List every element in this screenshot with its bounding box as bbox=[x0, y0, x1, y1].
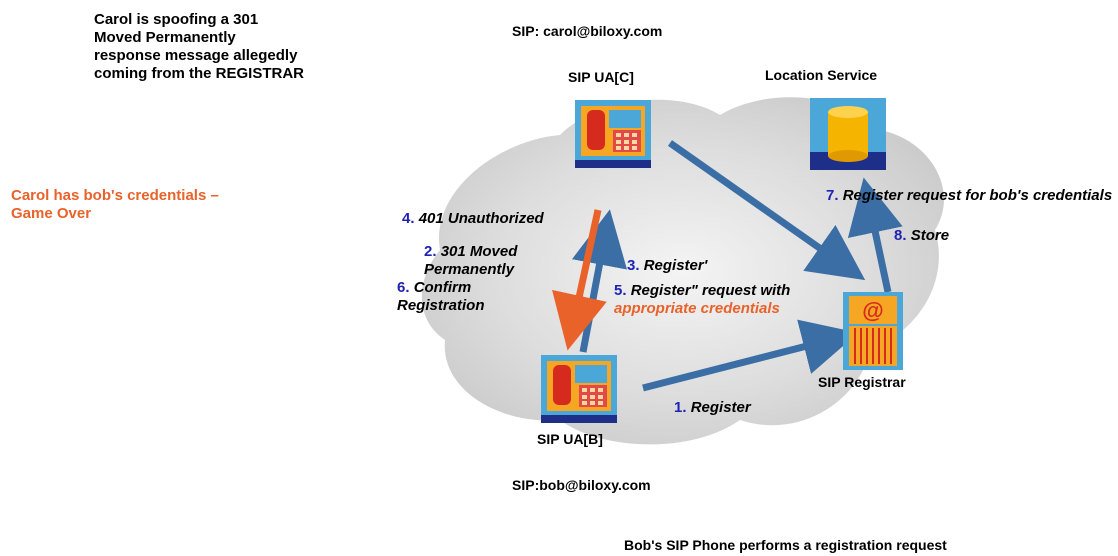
location-service-label: Location Service bbox=[765, 67, 878, 83]
step-6-label: 6. Confirm Registration bbox=[397, 279, 485, 314]
registrar-server-icon: @ bbox=[843, 292, 903, 370]
spoofing-note: Carol is spoofing a 301 Moved Permanentl… bbox=[94, 11, 305, 82]
sip-phone-icon bbox=[575, 100, 651, 168]
registrar-label: SIP Registrar bbox=[818, 374, 906, 390]
arrow-store bbox=[847, 177, 903, 293]
arrow-carol-to-registrar bbox=[667, 140, 866, 281]
carol-uri: SIP: carol@biloxy.com bbox=[512, 23, 663, 39]
step-7-label: 7. Register request for bob's credential… bbox=[826, 187, 1113, 204]
arrow-301-moved bbox=[552, 209, 607, 351]
carol-ua-label: SIP UA[C] bbox=[568, 69, 634, 85]
step-8-label: 8. Store bbox=[894, 227, 950, 244]
arrow-register bbox=[642, 319, 859, 392]
bottom-caption: Bob's SIP Phone performs a registration … bbox=[624, 537, 947, 553]
step-2-label: 2. 301 Moved Permanently bbox=[424, 243, 518, 278]
step-4-label: 4. 401 Unauthorized bbox=[402, 210, 544, 227]
game-over-note: Carol has bob's credentials – Game Over bbox=[11, 187, 219, 222]
step-1-label: 1. Register bbox=[674, 399, 751, 416]
bob-uri: SIP:bob@biloxy.com bbox=[512, 477, 651, 493]
step-5-label: 5. Register" request with appropriate cr… bbox=[614, 282, 791, 317]
step-3-label: 3. Register' bbox=[627, 257, 708, 274]
sip-phone-icon bbox=[541, 355, 617, 423]
svg-text:@: @ bbox=[862, 298, 883, 323]
database-icon bbox=[810, 98, 886, 170]
bob-ua-label: SIP UA[B] bbox=[537, 431, 603, 447]
